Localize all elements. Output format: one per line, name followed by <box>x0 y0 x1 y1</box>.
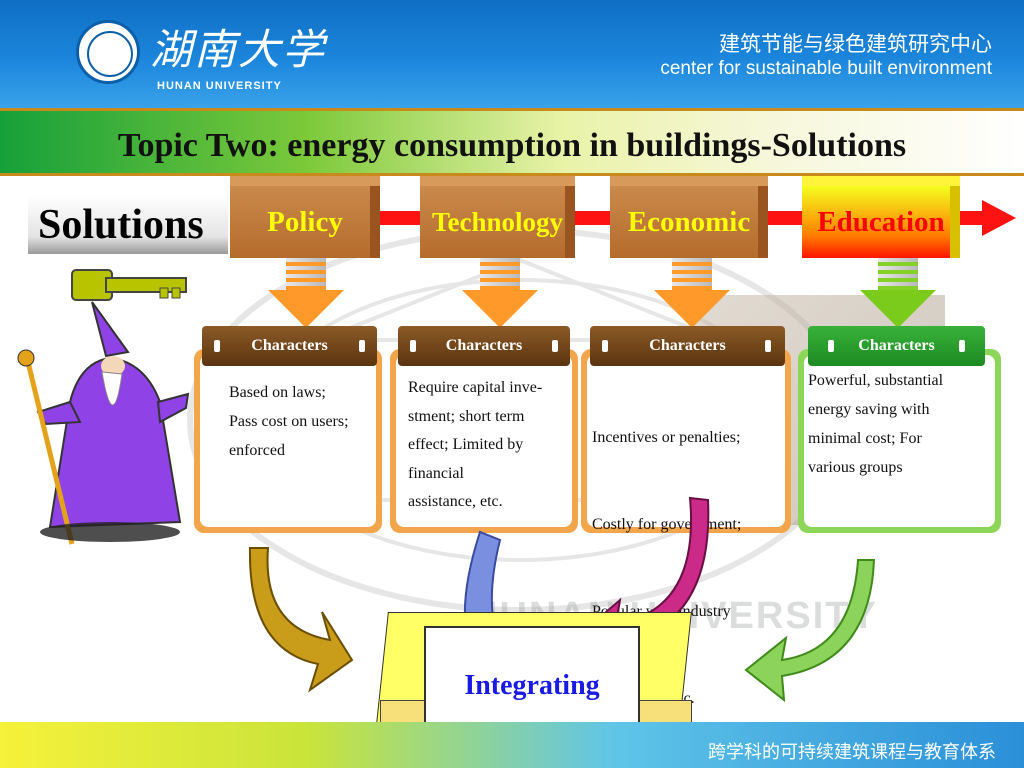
footer-band <box>0 722 1024 768</box>
slide-title: Topic Two: energy consumption in buildin… <box>117 127 907 164</box>
footer-text: 跨学科的可持续建筑课程与教育体系 <box>708 742 996 763</box>
title-band: Topic Two: energy consumption in buildin… <box>0 108 1024 176</box>
category-education: Education <box>802 186 960 258</box>
down-arrow-economic-icon <box>654 258 730 328</box>
panel-header-education: Characters <box>808 326 985 366</box>
down-arrow-policy-icon <box>268 258 344 328</box>
wizard-with-key-icon <box>17 269 190 545</box>
red-arrow-line <box>230 211 986 225</box>
university-seal-icon <box>76 20 140 84</box>
red-arrow-head-icon <box>982 200 1016 236</box>
category-policy: Policy <box>230 186 380 258</box>
center-name-cn: 建筑节能与绿色建筑研究中心 <box>719 32 992 56</box>
curved-arrow-gold-icon <box>248 547 354 693</box>
panel-education <box>798 349 1001 533</box>
header-banner: 湖南大学 HUNAN UNIVERSITY 建筑节能与绿色建筑研究中心 cent… <box>0 0 1024 108</box>
category-economic: Economic <box>610 186 768 258</box>
category-technology: Technology <box>420 186 575 258</box>
panel-technology <box>390 349 578 533</box>
center-name-en: center for sustainable built environment <box>660 58 992 79</box>
panel-policy <box>194 349 382 533</box>
university-name-en: HUNAN UNIVERSITY <box>157 80 282 92</box>
panel-text-education: Powerful, substantial energy saving with… <box>808 372 944 476</box>
down-arrow-technology-icon <box>462 258 538 328</box>
university-name-cn: 湖南大学 <box>150 25 327 74</box>
panel-text-policy: Based on laws; Pass cost on users; enfor… <box>229 384 349 459</box>
curved-arrow-green-icon <box>744 559 876 703</box>
panel-header-economic: Characters <box>590 326 785 366</box>
down-arrow-education-icon <box>860 258 936 328</box>
panel-header-technology: Characters <box>398 326 570 366</box>
panel-economic <box>581 349 791 533</box>
solutions-label: Solutions <box>28 196 228 254</box>
panel-text-technology: Require capital inve- stment; short term… <box>408 379 543 510</box>
panel-header-policy: Characters <box>202 326 377 366</box>
